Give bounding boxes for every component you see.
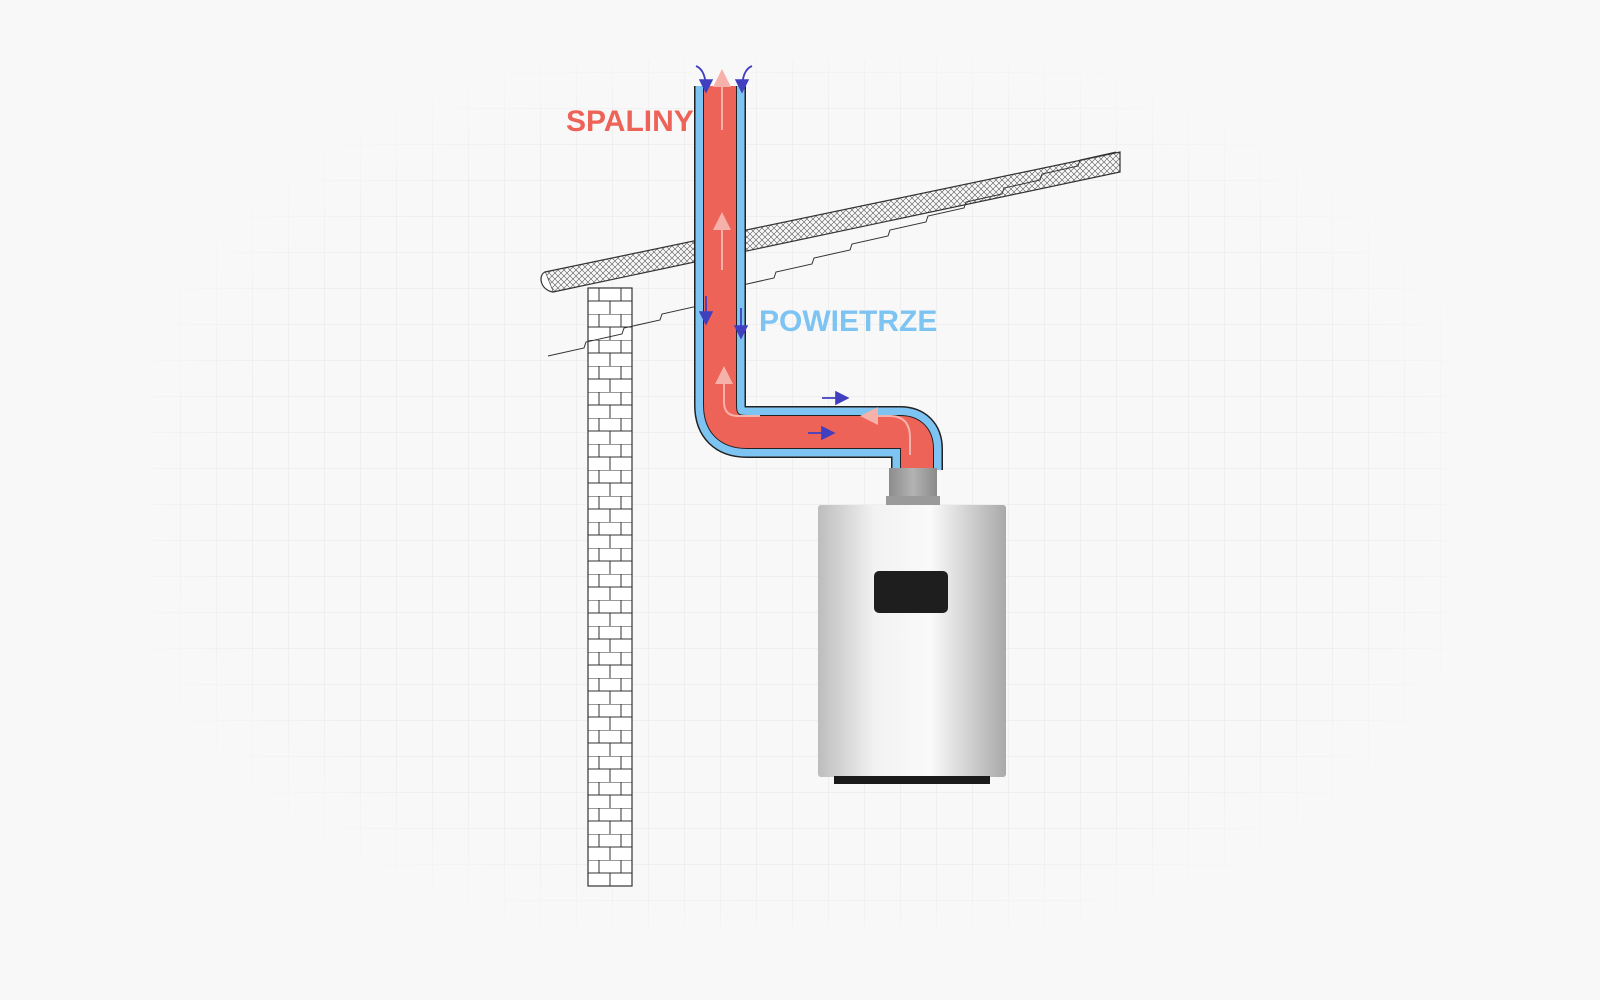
background-grid [150,60,1450,930]
exhaust-flow-arrows [713,69,911,455]
boiler-base [834,776,990,784]
boiler-display [874,571,948,613]
brick-wall-icon [587,287,633,887]
air-label: POWIETRZE [759,305,937,338]
boiler-body [818,505,1006,777]
air-flow-arrows [695,65,850,441]
boiler-icon [818,468,1006,784]
exhaust-label: SPALINY [566,105,694,138]
roof-section-icon [540,151,1121,357]
